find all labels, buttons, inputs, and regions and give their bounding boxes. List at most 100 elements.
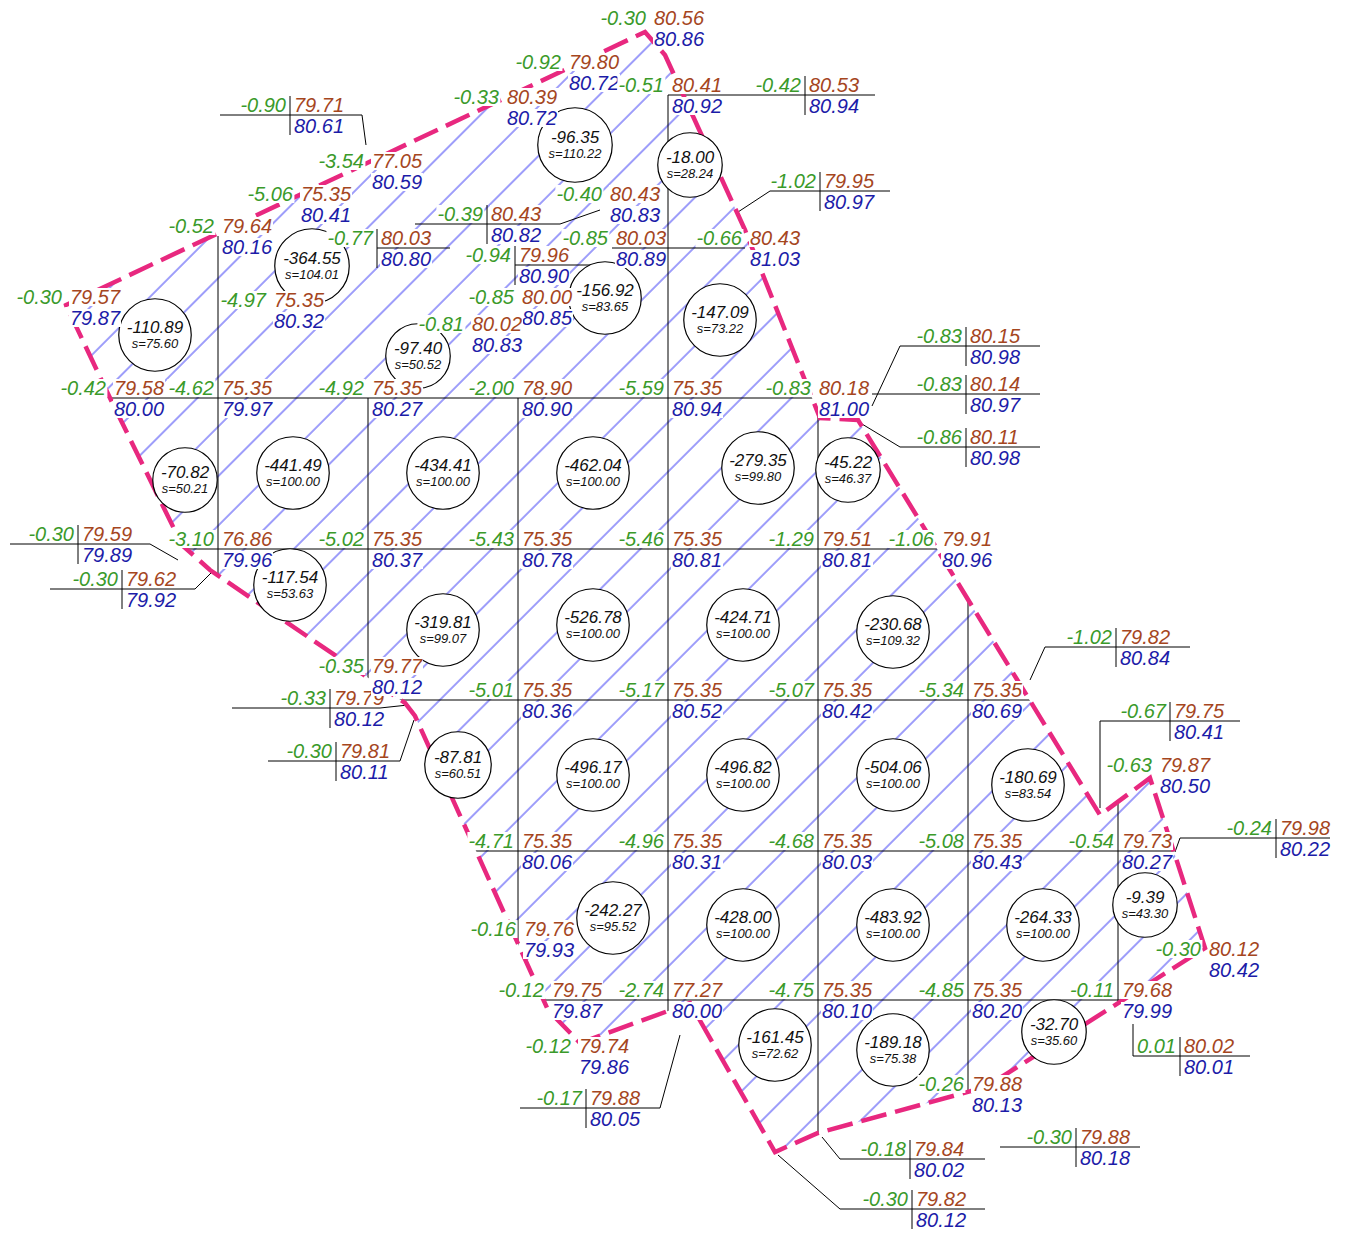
- design-elevation: 77.27: [671, 981, 723, 999]
- design-elevation: 75.35: [221, 379, 273, 397]
- existing-elevation: 80.31: [671, 853, 723, 871]
- volume-value: -147.09: [691, 304, 749, 322]
- volume-circle: -526.78s=100.00: [556, 588, 630, 662]
- volume-circle: -70.82s=50.21: [152, 447, 218, 513]
- cut-fill-depth: -3.10: [167, 530, 215, 548]
- circle-outline: [658, 133, 723, 198]
- circle-outline: [577, 882, 650, 955]
- design-elevation: 80.14: [969, 375, 1021, 393]
- design-elevation: 75.35: [521, 530, 573, 548]
- volume-circle: -319.81s=99.07: [406, 593, 480, 667]
- volume-value: -526.78: [564, 609, 622, 627]
- existing-elevation: 80.96: [941, 551, 993, 569]
- cut-fill-depth: -0.33: [279, 689, 327, 707]
- area-value: s=100.00: [716, 927, 770, 941]
- area-value: s=100.00: [866, 927, 920, 941]
- cut-fill-depth: -0.83: [764, 379, 812, 397]
- volume-circle: -496.17s=100.00: [556, 738, 630, 812]
- existing-elevation: 80.16: [221, 238, 273, 256]
- existing-elevation: 80.03: [821, 853, 873, 871]
- circle-outline: [684, 284, 757, 357]
- cut-fill-depth: -0.94: [464, 246, 512, 264]
- design-elevation: 80.41: [671, 76, 723, 94]
- circle-outline: [1113, 873, 1178, 938]
- area-value: s=100.00: [566, 475, 620, 489]
- design-elevation: 80.18: [818, 379, 870, 397]
- volume-value: -9.39: [1126, 889, 1165, 907]
- existing-elevation: 79.86: [578, 1058, 630, 1076]
- existing-elevation: 79.99: [1121, 1002, 1173, 1020]
- existing-elevation: 80.94: [671, 400, 723, 418]
- existing-elevation: 80.83: [471, 336, 523, 354]
- cut-fill-depth: -0.54: [1067, 832, 1115, 850]
- design-elevation: 75.35: [671, 832, 723, 850]
- cut-fill-depth: -0.42: [754, 76, 802, 94]
- area-value: s=104.01: [285, 268, 339, 282]
- area-value: s=50.52: [395, 358, 442, 372]
- design-elevation: 75.35: [300, 185, 352, 203]
- area-value: s=53.63: [267, 587, 314, 601]
- design-elevation: 78.90: [521, 379, 573, 397]
- design-elevation: 79.88: [1079, 1128, 1131, 1146]
- existing-elevation: 80.86: [653, 30, 705, 48]
- cut-fill-depth: -5.08: [917, 832, 965, 850]
- design-elevation: 79.91: [941, 530, 993, 548]
- volume-value: -496.82: [714, 759, 772, 777]
- existing-elevation: 80.72: [506, 109, 558, 127]
- volume-value: -230.68: [864, 616, 922, 634]
- area-value: s=100.00: [266, 475, 320, 489]
- design-elevation: 79.82: [915, 1190, 967, 1208]
- cut-fill-depth: -0.30: [71, 570, 119, 588]
- existing-elevation: 80.90: [521, 400, 573, 418]
- cut-fill-depth: -0.40: [555, 185, 603, 203]
- cut-fill-depth: -0.18: [859, 1140, 907, 1158]
- existing-elevation: 80.89: [615, 250, 667, 268]
- existing-elevation: 80.83: [609, 206, 661, 224]
- design-elevation: 79.57: [69, 288, 121, 306]
- cut-fill-depth: -4.68: [767, 832, 815, 850]
- circle-outline: [407, 437, 480, 510]
- cut-fill-depth: -0.24: [1225, 819, 1273, 837]
- cut-fill-depth: -0.51: [617, 76, 665, 94]
- cut-fill-depth: -1.02: [769, 172, 817, 190]
- circle-outline: [557, 589, 630, 662]
- circle-outline: [816, 438, 881, 503]
- cut-fill-depth: -3.54: [317, 152, 365, 170]
- design-elevation: 80.03: [380, 229, 432, 247]
- volume-circle: -9.39s=43.30: [1112, 872, 1178, 938]
- design-elevation: 80.02: [1183, 1037, 1235, 1055]
- circle-outline: [557, 437, 630, 510]
- design-elevation: 79.95: [823, 172, 875, 190]
- existing-elevation: 80.78: [521, 551, 573, 569]
- cut-fill-depth: -0.77: [326, 229, 374, 247]
- area-value: s=100.00: [416, 475, 470, 489]
- area-value: s=100.00: [566, 627, 620, 641]
- area-value: s=100.00: [866, 777, 920, 791]
- design-elevation: 79.87: [1159, 756, 1211, 774]
- existing-elevation: 81.00: [818, 400, 870, 418]
- cut-fill-depth: -2.74: [617, 981, 665, 999]
- volume-value: -32.70: [1030, 1016, 1078, 1034]
- cut-fill-depth: -0.30: [599, 9, 647, 27]
- cut-fill-depth: -4.85: [917, 981, 965, 999]
- cut-fill-depth: -0.90: [239, 96, 287, 114]
- design-elevation: 79.74: [578, 1037, 630, 1055]
- volume-value: -70.82: [161, 464, 209, 482]
- cut-fill-depth: -0.11: [1069, 981, 1115, 999]
- design-elevation: 79.81: [339, 742, 391, 760]
- area-value: s=100.00: [716, 627, 770, 641]
- design-elevation: 79.80: [568, 53, 620, 71]
- volume-value: -319.81: [414, 614, 472, 632]
- cut-fill-depth: -0.85: [561, 229, 609, 247]
- cut-fill-depth: -0.81: [417, 315, 465, 333]
- volume-value: -97.40: [394, 340, 442, 358]
- design-elevation: 79.96: [518, 246, 570, 264]
- existing-elevation: 80.41: [300, 206, 352, 224]
- cut-fill-depth: -5.06: [246, 185, 294, 203]
- circle-outline: [119, 299, 192, 372]
- volume-value: -424.71: [714, 609, 772, 627]
- design-elevation: 80.43: [490, 205, 542, 223]
- cut-fill-depth: -0.83: [915, 375, 963, 393]
- area-value: s=72.62: [752, 1047, 799, 1061]
- design-elevation: 75.35: [971, 681, 1023, 699]
